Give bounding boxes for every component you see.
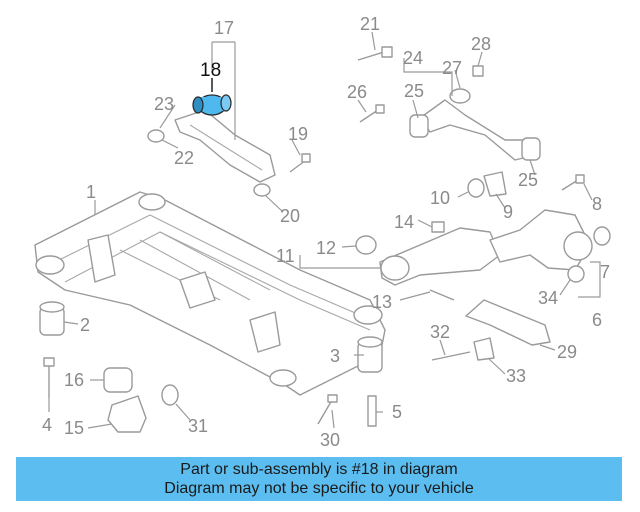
bracket-15 xyxy=(107,395,147,433)
bracket-33 xyxy=(473,337,495,361)
callout-7: 7 xyxy=(600,262,610,282)
callout-18-highlighted: 18 xyxy=(200,60,221,81)
info-banner: Part or sub-assembly is #18 in diagram D… xyxy=(16,457,622,501)
callout-34: 34 xyxy=(538,288,558,308)
nut-28 xyxy=(472,65,484,77)
callout-20: 20 xyxy=(280,206,300,226)
banner-line-2: Diagram may not be specific to your vehi… xyxy=(164,480,474,497)
callout-32: 32 xyxy=(430,322,450,342)
callout-26: 26 xyxy=(347,82,367,102)
callout-11: 11 xyxy=(276,246,295,266)
bushing-31 xyxy=(161,384,179,406)
bolt-30 xyxy=(317,394,338,425)
washer-27 xyxy=(449,88,471,104)
callout-10: 10 xyxy=(430,188,450,208)
callout-29: 29 xyxy=(557,342,577,362)
nut-14 xyxy=(431,221,445,233)
bolt-4 xyxy=(43,357,55,398)
bolt-8 xyxy=(561,174,585,191)
bushing-18 xyxy=(192,94,232,116)
bushing-12 xyxy=(355,235,377,255)
knuckle-6 xyxy=(489,209,593,271)
rear-subframe xyxy=(34,191,386,396)
callout-25-upper: 25 xyxy=(404,81,424,101)
link-29 xyxy=(465,299,551,346)
bracket-9 xyxy=(483,171,507,197)
callout-16: 16 xyxy=(64,370,84,390)
bushing-34 xyxy=(567,265,585,283)
callout-23: 23 xyxy=(154,94,174,114)
callout-3: 3 xyxy=(330,346,340,366)
nut-23 xyxy=(147,129,165,143)
callout-17: 17 xyxy=(214,18,234,38)
callout-12: 12 xyxy=(316,238,336,258)
lower-arm-11 xyxy=(379,227,501,286)
nut-20 xyxy=(253,183,271,197)
callout-2: 2 xyxy=(80,315,90,335)
bolt-21 xyxy=(357,46,393,61)
callout-28: 28 xyxy=(471,34,491,54)
subframe-bushing-left xyxy=(39,301,65,336)
callout-4: 4 xyxy=(42,415,52,435)
callout-33: 33 xyxy=(506,366,526,386)
callout-21: 21 xyxy=(360,14,380,34)
bolt-19 xyxy=(289,153,311,173)
callout-5: 5 xyxy=(392,402,402,422)
bushing-7 xyxy=(593,226,611,246)
bolt-26 xyxy=(359,104,385,123)
upper-arm-24 xyxy=(409,99,541,161)
callout-15: 15 xyxy=(64,418,84,438)
callout-27: 27 xyxy=(442,58,462,78)
bolt-13 xyxy=(429,289,455,301)
callout-9: 9 xyxy=(503,202,513,222)
subframe-bushing-right xyxy=(357,336,383,373)
callout-13: 13 xyxy=(372,292,392,312)
callout-6: 6 xyxy=(592,310,602,330)
bolt-32 xyxy=(431,351,471,361)
callout-30: 30 xyxy=(320,430,340,450)
callout-19: 19 xyxy=(288,124,308,144)
callout-22: 22 xyxy=(174,148,194,168)
callout-1: 1 xyxy=(86,182,96,202)
bushing-10 xyxy=(467,178,485,198)
mount-16 xyxy=(103,367,133,393)
callout-labels: 1 2 3 4 5 6 7 8 9 10 11 12 13 14 15 16 1… xyxy=(42,14,610,450)
callout-24: 24 xyxy=(403,48,423,68)
banner-line-1: Part or sub-assembly is #18 in diagram xyxy=(180,461,458,478)
callout-8: 8 xyxy=(592,194,602,214)
lateral-arm-17 xyxy=(174,109,276,183)
callout-25-lower: 25 xyxy=(518,170,538,190)
bolt-5 xyxy=(367,395,377,427)
callout-31: 31 xyxy=(188,416,208,436)
leader-lines xyxy=(48,31,601,429)
callout-14: 14 xyxy=(394,212,414,232)
